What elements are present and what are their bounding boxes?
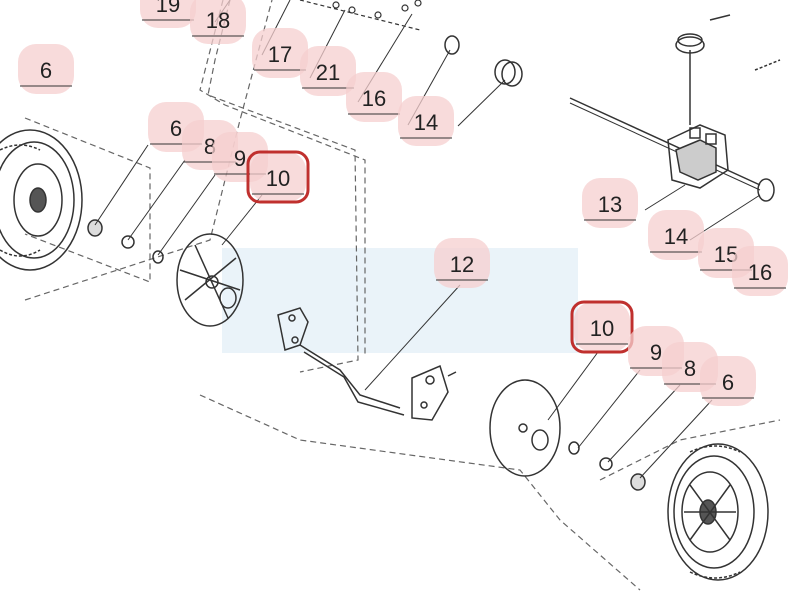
right-washer-8 bbox=[599, 457, 613, 471]
callout-label: 6 bbox=[40, 58, 52, 83]
watermark bbox=[222, 248, 578, 353]
axle-bracket bbox=[277, 307, 457, 421]
callout-c10a: 10 bbox=[246, 150, 310, 204]
drive-shaft-edge bbox=[569, 102, 761, 191]
callout-label: 10 bbox=[266, 166, 290, 191]
right-wheel-cover bbox=[489, 379, 561, 477]
callout-bubble bbox=[300, 46, 356, 96]
callout-label: 19 bbox=[156, 0, 180, 17]
callout-bubble bbox=[700, 356, 756, 406]
callout-bubble bbox=[582, 178, 638, 228]
left-bearing bbox=[87, 219, 103, 237]
callout-label: 12 bbox=[450, 252, 474, 277]
callout-c13: 13 bbox=[582, 178, 638, 228]
gearbox bbox=[667, 14, 781, 189]
right-washer-9 bbox=[568, 441, 580, 455]
callout-c16a: 16 bbox=[346, 72, 402, 122]
callout-label: 18 bbox=[206, 8, 230, 33]
right-bushing-14 bbox=[757, 178, 775, 202]
callout-label: 8 bbox=[684, 356, 696, 381]
callout-bubble bbox=[574, 302, 630, 352]
callout-label: 6 bbox=[722, 370, 734, 395]
top-fasteners bbox=[299, 0, 422, 31]
callout-label: 13 bbox=[598, 192, 622, 217]
right-wheel bbox=[667, 443, 769, 581]
callout-c19: 19 bbox=[140, 0, 196, 28]
drive-shaft bbox=[569, 97, 761, 186]
callout-bubble bbox=[140, 0, 196, 28]
callout-bubble bbox=[398, 96, 454, 146]
callout-c6c: 6 bbox=[700, 356, 756, 406]
callout-bubble bbox=[190, 0, 246, 44]
callout-label: 16 bbox=[362, 86, 386, 111]
callout-c18: 18 bbox=[190, 0, 246, 44]
callout-bubble bbox=[250, 152, 306, 202]
callout-c14a: 14 bbox=[398, 96, 454, 146]
callout-c21: 21 bbox=[300, 46, 356, 96]
highlight-ring bbox=[246, 150, 310, 204]
callout-label: 9 bbox=[650, 340, 662, 365]
callout-label: 6 bbox=[170, 116, 182, 141]
callout-label: 16 bbox=[748, 260, 772, 285]
callout-bubble bbox=[252, 28, 308, 78]
callout-c17: 17 bbox=[252, 28, 308, 78]
right-bearing bbox=[630, 473, 646, 491]
callout-label: 14 bbox=[664, 224, 688, 249]
callout-bubble bbox=[648, 210, 704, 260]
top-bushing-16 bbox=[444, 35, 460, 55]
callout-c10b: 10 bbox=[570, 300, 634, 354]
callout-c12: 12 bbox=[434, 238, 490, 288]
top-bushing-14 bbox=[494, 59, 523, 87]
callout-c16b: 16 bbox=[732, 246, 788, 296]
callout-c6a: 6 bbox=[18, 44, 74, 94]
callout-label: 9 bbox=[234, 146, 246, 171]
callout-label: 17 bbox=[268, 42, 292, 67]
callout-label: 14 bbox=[414, 110, 438, 135]
callout-bubble bbox=[434, 238, 490, 288]
callout-label: 10 bbox=[590, 316, 614, 341]
callout-bubble bbox=[346, 72, 402, 122]
left-wheel-cover bbox=[176, 233, 244, 327]
callout-c14b: 14 bbox=[648, 210, 704, 260]
left-washer-8 bbox=[121, 235, 135, 249]
left-washer-9 bbox=[152, 250, 164, 264]
callout-label: 21 bbox=[316, 60, 340, 85]
highlight-ring bbox=[570, 300, 634, 354]
left-wheel bbox=[0, 129, 83, 271]
callout-bubble bbox=[732, 246, 788, 296]
callout-bubble bbox=[18, 44, 74, 94]
